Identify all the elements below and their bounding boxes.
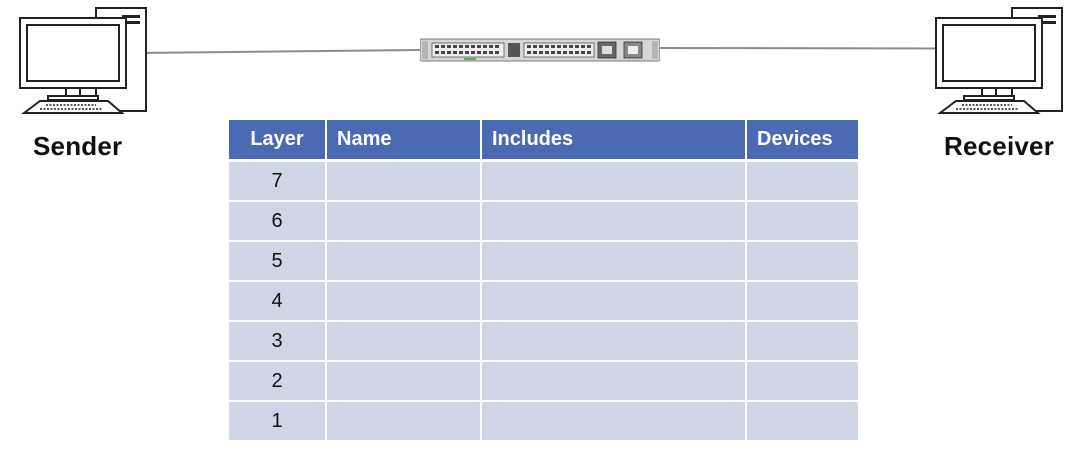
- network-switch-icon: [420, 38, 660, 62]
- cell-devices[interactable]: [746, 281, 858, 322]
- cell-devices[interactable]: [746, 241, 858, 282]
- header-includes: Includes: [481, 120, 747, 162]
- cell-includes[interactable]: [481, 321, 747, 362]
- cell-devices[interactable]: [746, 160, 858, 202]
- cell-includes[interactable]: [481, 201, 747, 242]
- cell-includes[interactable]: [481, 361, 747, 402]
- cell-layer: 4: [229, 281, 327, 322]
- cell-layer: 1: [229, 401, 327, 442]
- sender-computer-icon: [19, 7, 147, 114]
- receiver-computer-icon: [935, 7, 1063, 114]
- cell-includes[interactable]: [481, 160, 747, 202]
- cell-devices[interactable]: [746, 201, 858, 242]
- cable-sender-switch: [135, 49, 422, 54]
- header-devices: Devices: [746, 120, 858, 162]
- sender-label: Sender: [33, 131, 123, 161]
- table-row: 5: [229, 241, 858, 282]
- cable-switch-receiver: [658, 47, 944, 50]
- header-layer: Layer: [229, 120, 327, 162]
- cell-name[interactable]: [326, 321, 482, 362]
- table-row: 4: [229, 281, 858, 322]
- cell-layer: 6: [229, 201, 327, 242]
- header-name: Name: [326, 120, 482, 162]
- cell-includes[interactable]: [481, 401, 747, 442]
- cell-includes[interactable]: [481, 281, 747, 322]
- table-row: 2: [229, 361, 858, 402]
- osi-layers-table: Layer Name Includes Devices 7 6 5 4: [229, 120, 858, 442]
- table-row: 3: [229, 321, 858, 362]
- cell-name[interactable]: [326, 201, 482, 242]
- cell-layer: 7: [229, 160, 327, 202]
- table-header-row: Layer Name Includes Devices: [229, 120, 858, 162]
- cell-layer: 5: [229, 241, 327, 282]
- receiver-label: Receiver: [944, 131, 1055, 161]
- cell-name[interactable]: [326, 401, 482, 442]
- cell-devices[interactable]: [746, 361, 858, 402]
- cell-name[interactable]: [326, 160, 482, 202]
- cell-includes[interactable]: [481, 241, 747, 282]
- table-row: 6: [229, 201, 858, 242]
- cell-layer: 3: [229, 321, 327, 362]
- cell-name[interactable]: [326, 241, 482, 282]
- cell-devices[interactable]: [746, 321, 858, 362]
- cell-name[interactable]: [326, 281, 482, 322]
- table-row: 7: [229, 160, 858, 202]
- cell-devices[interactable]: [746, 401, 858, 442]
- cell-layer: 2: [229, 361, 327, 402]
- cell-name[interactable]: [326, 361, 482, 402]
- table-row: 1: [229, 401, 858, 442]
